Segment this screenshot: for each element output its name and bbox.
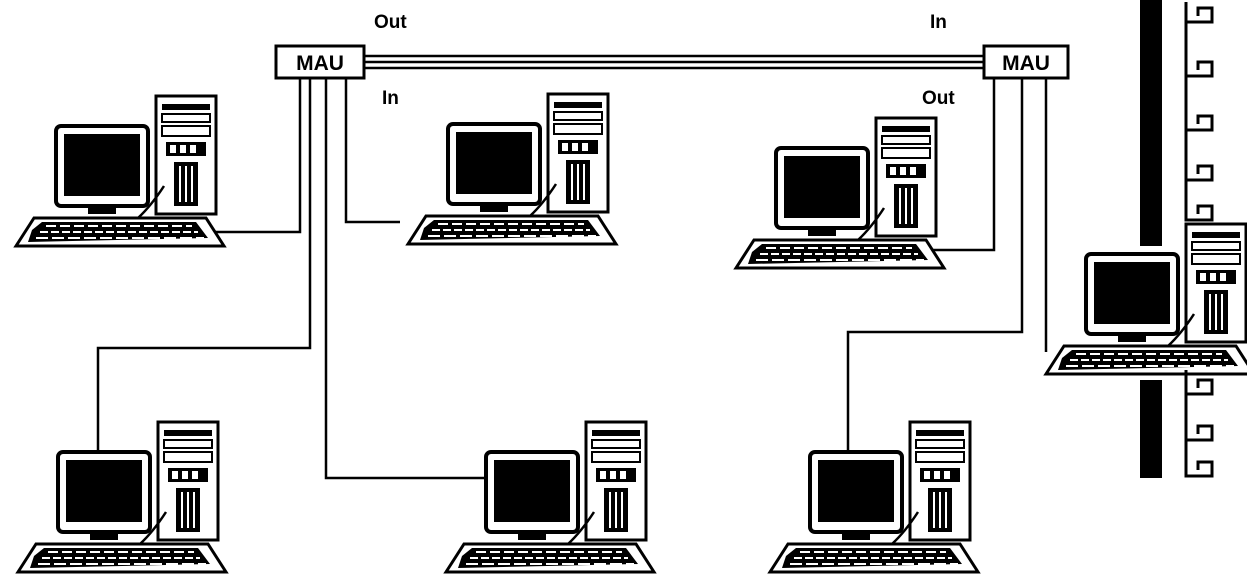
workstation-bottom-right (770, 422, 978, 572)
workstation-bottom-left (18, 422, 226, 572)
workstation-bottom-middle (446, 422, 654, 572)
mau-right: MAU (984, 46, 1068, 78)
workstation-top-middle (408, 94, 616, 244)
label-in-left: In (382, 88, 399, 109)
workstation-top-right (736, 118, 944, 268)
mau-left-label: MAU (296, 52, 344, 75)
label-out-right: Out (922, 88, 955, 109)
label-out-left: Out (374, 12, 407, 33)
mau-ring-link (364, 56, 984, 68)
workstation-far-right (1046, 224, 1247, 374)
label-in-right: In (930, 12, 947, 33)
mau-right-label: MAU (1002, 52, 1050, 75)
workstation-top-left (16, 96, 224, 246)
mau-left: MAU (276, 46, 364, 78)
